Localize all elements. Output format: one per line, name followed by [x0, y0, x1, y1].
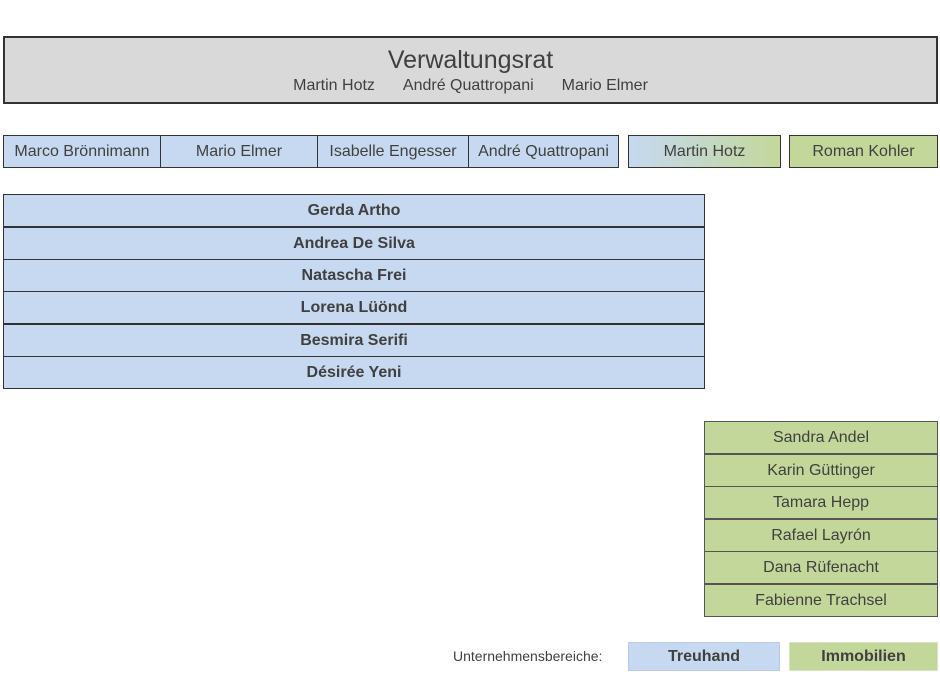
treuhand-staff-item: Besmira Serifi [3, 324, 705, 357]
legend-label: Unternehmensbereiche: [453, 648, 603, 664]
lead-box-kohler: Roman Kohler [789, 135, 938, 168]
treuhand-staff-item: Natascha Frei [3, 259, 705, 292]
treuhand-staff-item: Désirée Yeni [3, 356, 705, 389]
lead-box-quattropani: André Quattropani [468, 135, 619, 168]
board-member: Mario Elmer [561, 76, 648, 94]
immobilien-staff-item: Fabienne Trachsel [704, 584, 938, 617]
board-title: Verwaltungsrat [387, 45, 554, 74]
immobilien-staff-item: Dana Rüfenacht [704, 551, 938, 584]
legend-treuhand: Treuhand [628, 642, 780, 671]
treuhand-staff-item: Lorena Lüönd [3, 291, 705, 324]
lead-box-hotz: Martin Hotz [628, 135, 781, 168]
board-box: Verwaltungsrat Martin Hotz André Quattro… [3, 36, 938, 104]
treuhand-staff-item: Gerda Artho [3, 194, 705, 227]
immobilien-staff-item: Tamara Hepp [704, 486, 938, 519]
legend-immobilien: Immobilien [789, 642, 938, 671]
board-member: André Quattropani [402, 76, 534, 94]
immobilien-staff-item: Sandra Andel [704, 421, 938, 454]
immobilien-staff-item: Karin Güttinger [704, 454, 938, 487]
lead-box-elmer: Mario Elmer [160, 135, 318, 168]
immobilien-staff-item: Rafael Layrón [704, 519, 938, 552]
lead-box-broennimann: Marco Brönnimann [3, 135, 161, 168]
treuhand-staff-item: Andrea De Silva [3, 227, 705, 260]
board-member: Martin Hotz [293, 76, 375, 94]
board-members: Martin Hotz André Quattropani Mario Elme… [279, 77, 662, 95]
lead-box-engesser: Isabelle Engesser [317, 135, 469, 168]
